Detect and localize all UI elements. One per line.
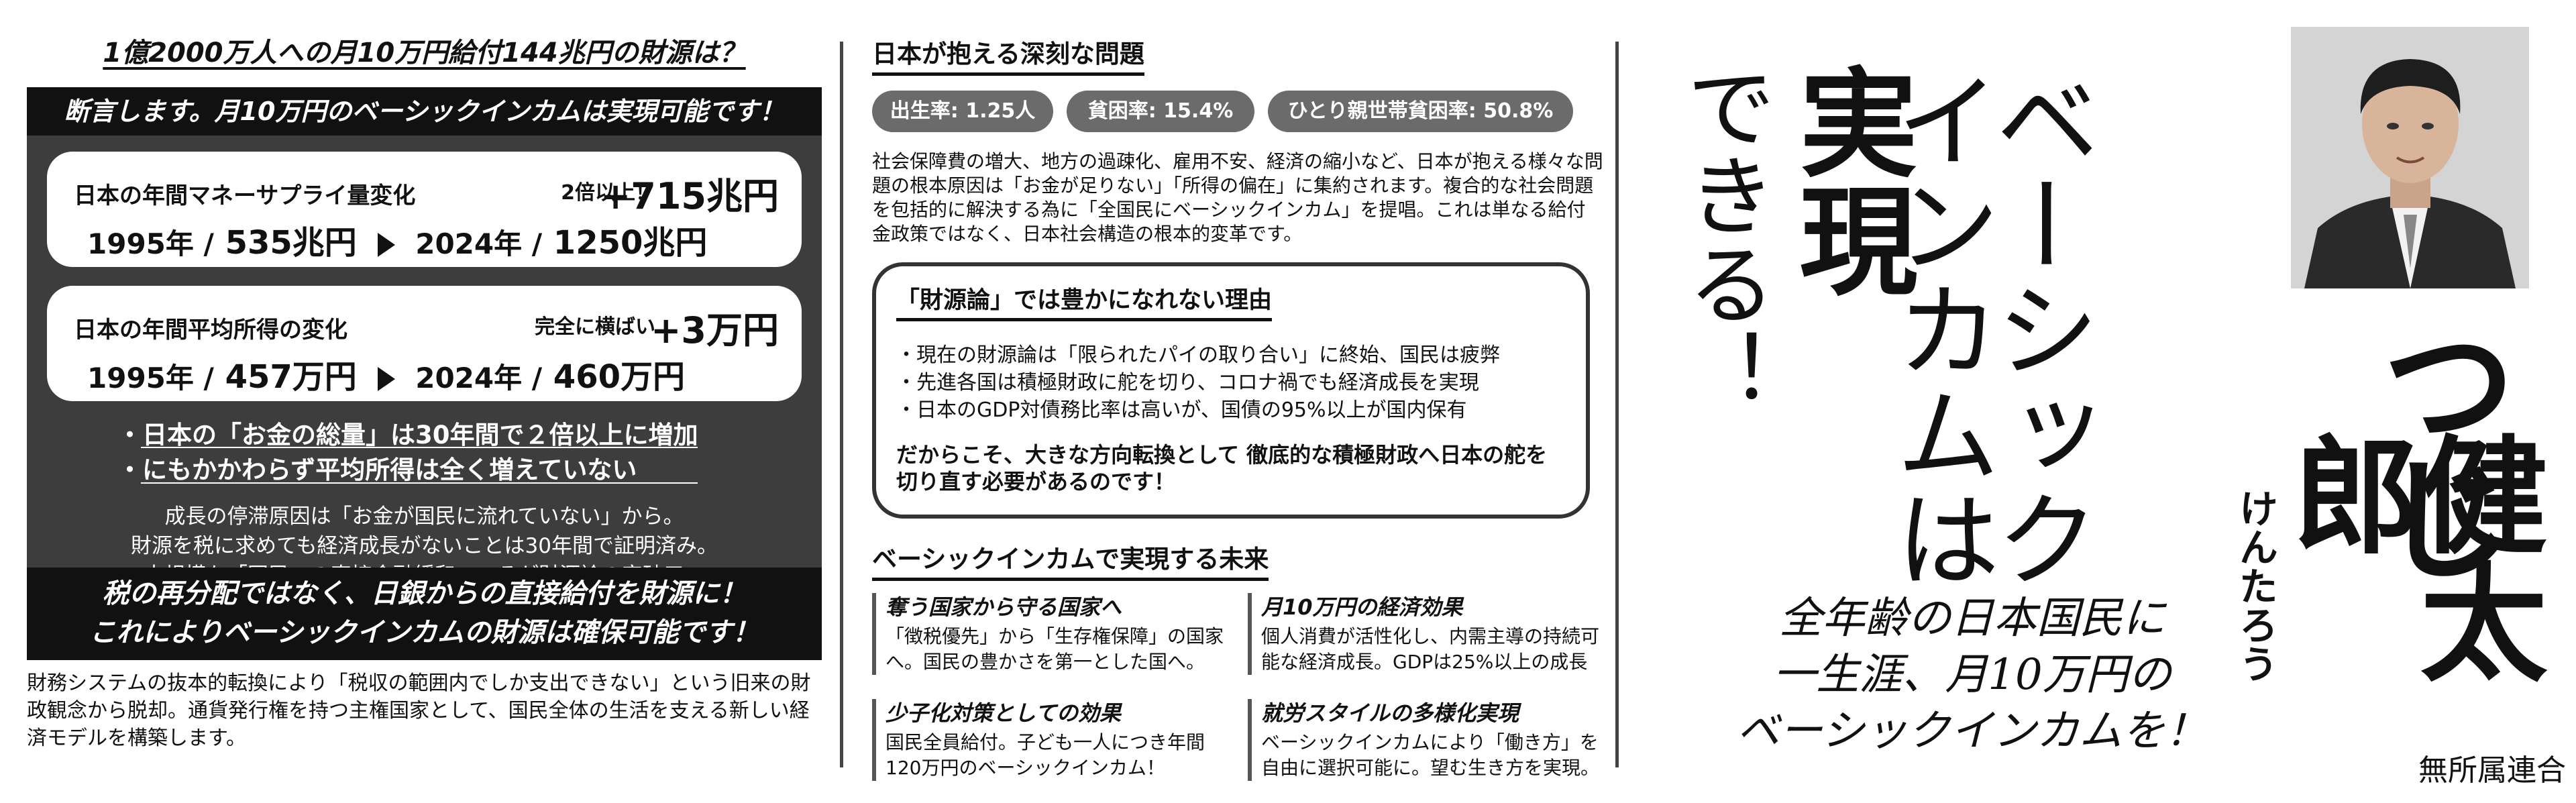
year-1995: 1995年 / [87,362,214,394]
single-parent-poverty-pill: ひとり親世帯貧困率: 50.8% [1268,91,1573,132]
funding-footer: 財務システムの抜本的転換により「税収の範囲内でしか支出できない」という旧来の財政… [27,672,811,750]
birth-rate-pill: 出生率: 1.25人 [872,91,1053,132]
headline-realize: 実現 [1779,62,1918,298]
future-grid: 奪う国家から守る国家へ 「徴税優先」から「生存権保障」の国家へ。国民の豊かさを第… [872,593,1610,803]
explanation-line: 財源を税に求めても経済成長がないことは30年間で証明済み。 [131,534,718,558]
finance-theory-box: 「財源論」では豊かになれない理由 ・現在の財源論は「限られたパイの取り合い」に終… [872,262,1590,519]
future-item-title: 月10万円の経済効果 [1261,594,1463,620]
year-2024: 2024年 / [415,362,543,394]
list-item: ・日本のGDP対債務比率は高いが、国債の95%以上が国内保有 [896,398,1467,422]
funding-panel: 断言します。月10万円のベーシックインカムは実現可能です！ 日本の年間マネーサプ… [27,87,822,660]
finance-theory-conclusion: だからこそ、大きな方向転換として 徹底的な積極財政へ日本の舵を切り直す必要がある… [896,442,1548,494]
future-title: ベーシックインカムで実現する未来 [872,539,1269,581]
explanation-line: 成長の停滞原因は「お金が国民に流れていない」から。 [164,504,684,529]
statistics-pills: 出生率: 1.25人 貧困率: 15.4% ひとり親世帯貧困率: 50.8% [872,91,1610,135]
candidate-family-name: つじ [2357,315,2514,584]
future-item-title: 就労スタイルの多様化実現 [1261,700,1519,726]
value-2024: 1250兆円 [553,224,708,262]
problems-title: 日本が抱える深刻な問題 [872,34,1144,76]
bullet-money-total: ・日本の「お金の総量」は30年間で２倍以上に増加 [117,421,698,449]
income-card: 日本の年間平均所得の変化 完全に横ばい +3万円 1995年 / 457万円 2… [47,286,802,401]
value-2024: 460万円 [553,358,685,396]
funding-conclusion: 税の再分配ではなく、日銀からの直接給付を財源に！ これによりベーシックインカムの… [27,568,822,660]
slogan-line: 一生涯、月10万円の [1773,650,2171,700]
problems-section: 日本が抱える深刻な問題 出生率: 1.25人 貧困率: 15.4% ひとり親世帯… [872,34,1610,803]
list-item: ・現在の財源論は「限られたパイの取り合い」に終始、国民は疲弊 [896,343,1500,367]
future-item-text: ベーシックインカムにより「働き方」を自由に選択可能に。望む生き方を実現。 [1261,731,1600,779]
future-item-title: 奪う国家から守る国家へ [885,594,1122,620]
conclusion-line: 税の再分配ではなく、日銀からの直接給付を財源に！ [102,578,747,609]
column-divider [840,42,843,767]
divider [141,447,698,448]
money-supply-label: 日本の年間マネーサプライ量変化 [74,182,416,209]
slogan: 全年齢の日本国民に 一生涯、月10万円の ベーシックインカムを！ [1690,590,2254,759]
problems-paragraph: 社会保障費の増大、地方の過疎化、雇用不安、経済の縮小など、日本が抱える様々な問題… [872,150,1603,245]
candidate-name-kana: けんたろう [2233,488,2278,683]
year-1995: 1995年 / [87,227,214,260]
future-item: 就労スタイルの多様化実現 ベーシックインカムにより「働き方」を自由に選択可能に。… [1248,699,1610,781]
income-note: 完全に横ばい [535,315,655,339]
bullet-income-flat: ・にもかかわらず平均所得は全く増えていない [117,456,637,484]
list-item: ・先進各国は積極財政に舵を切り、コロナ禍でも経済成長を実現 [896,371,1479,394]
income-label: 日本の年間平均所得の変化 [74,317,347,343]
finance-theory-list: ・現在の財源論は「限られたパイの取り合い」に終始、国民は疲弊 ・先進各国は積極財… [896,341,1566,424]
future-item: 少子化対策としての効果 国民全員給付。子ども一人につき年間120万円のベーシック… [872,699,1234,781]
funding-title: 1億2000万人への月10万円給付144兆円の財源は？ [103,38,746,68]
candidate-photo [2291,27,2529,288]
funding-section: 1億2000万人への月10万円給付144兆円の財源は？ 断言します。月10万円の… [27,34,822,752]
funding-banner: 断言します。月10万円のベーシックインカムは実現可能です！ [27,87,822,136]
arrow-right-icon [377,367,395,391]
money-supply-row: 1995年 / 535兆円 2024年 / 1250兆円 [87,216,707,263]
finance-theory-title: 「財源論」では豊かになれない理由 [896,281,1273,321]
money-supply-note: 2倍以上！ [561,181,655,205]
candidate-given-name: 健太郎 [2271,429,2546,684]
slogan-line: 全年齢の日本国民に [1779,594,2165,643]
value-1995: 535兆円 [225,224,357,262]
conclusion-line: これによりベーシックインカムの財源は確保可能です！ [89,617,759,648]
slogan-line: ベーシックインカムを！ [1736,706,2208,756]
future-item-text: 国民全員給付。子ども一人につき年間120万円のベーシックインカム！ [885,731,1205,779]
income-delta: +3万円 [651,309,779,352]
future-item-title: 少子化対策としての効果 [885,700,1122,726]
year-2024: 2024年 / [415,227,543,260]
headline-basic: ベーシック [1977,67,2099,590]
income-row: 1995年 / 457万円 2024年 / 460万円 [87,350,685,397]
column-divider [1615,42,1619,767]
poverty-rate-pill: 貧困率: 15.4% [1067,91,1254,132]
headline-income: インカムは [1878,67,2000,590]
portrait-icon [2291,27,2529,288]
money-supply-card: 日本の年間マネーサプライ量変化 2倍以上！ +715兆円 1995年 / 535… [47,152,802,267]
divider [141,482,698,484]
future-item-text: 個人消費が活性化し、内需主導の持続可能な経済成長。GDPは25%以上の成長 [1261,625,1600,673]
money-supply-delta: +715兆円 [600,175,779,217]
value-1995: 457万円 [225,358,357,396]
arrow-right-icon [377,233,395,257]
future-item-text: 「徴税優先」から「生存権保障」の国家へ。国民の豊かさを第一とした国へ。 [885,625,1224,673]
future-item: 月10万円の経済効果 個人消費が活性化し、内需主導の持続可能な経済成長。GDPは… [1248,593,1610,675]
party-name: 無所属連合 [2418,753,2566,788]
future-item: 奪う国家から守る国家へ 「徴税優先」から「生存権保障」の国家へ。国民の豊かさを第… [872,593,1234,675]
headline-can: できる！ [1672,62,1776,416]
